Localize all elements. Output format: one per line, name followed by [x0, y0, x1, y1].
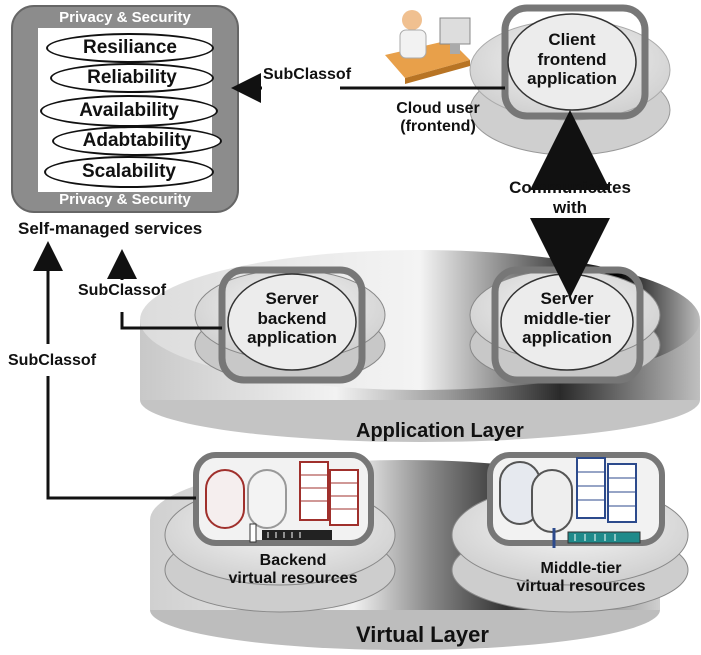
middle-app-line2: middle-tier: [523, 308, 611, 328]
backend-app-frame: [218, 266, 366, 384]
cloud-user-figure: [385, 10, 471, 84]
middle-storage-icon: [552, 528, 641, 548]
service-resiliance: Resiliance: [46, 33, 214, 63]
backend-server-icon: [299, 461, 359, 526]
backend-res-line2: virtual resources: [228, 570, 358, 588]
communicates-label: Communicates with: [500, 178, 640, 217]
middle-app-line3: application: [522, 328, 612, 348]
backend-app-ellipse: [227, 273, 357, 371]
service-reliability: Reliability: [50, 63, 214, 93]
service-availability: Availability: [40, 95, 218, 127]
backend-app-line1: Server: [265, 289, 319, 308]
subclassof-top-label: SubClassof: [263, 66, 352, 83]
middle-app-label: Server middle-tier application: [502, 289, 632, 348]
connectors: [33, 73, 610, 500]
backend-res-line1: Backend: [259, 552, 327, 569]
privacy-security-header: Privacy & Security: [59, 9, 191, 26]
backend-app-line3: application: [247, 328, 337, 348]
application-layer-title: Application Layer: [356, 420, 524, 442]
middle-resources-label: Middle-tier virtual resources: [498, 560, 664, 597]
cloud-user-line1: Cloud user: [396, 100, 480, 117]
communicates-line1: Communicates: [509, 178, 631, 197]
virtual-layer-title: Virtual Layer: [356, 622, 489, 647]
client-node-label: Client frontend application: [512, 30, 632, 89]
middle-vm-icons: [499, 461, 573, 533]
client-label-line1: Client: [548, 30, 596, 49]
subclassof-left-label: SubClassof: [8, 352, 97, 369]
client-label-line2: frontend: [537, 49, 607, 69]
service-scalability: Scalability: [44, 156, 214, 188]
backend-vm-icons: [205, 469, 287, 529]
client-label-line3: application: [527, 69, 617, 89]
middle-app-line1: Server: [540, 289, 594, 308]
middle-server-icon: [576, 457, 637, 523]
backend-app-label: Server backend application: [232, 289, 352, 348]
backend-storage-icon: [249, 523, 332, 543]
backend-resources-label: Backend virtual resources: [208, 552, 378, 589]
self-managed-caption: Self-managed services: [18, 219, 203, 238]
subclassof-mid-label: SubClassof: [78, 282, 167, 299]
cloud-user-label: Cloud user (frontend): [378, 100, 498, 137]
backend-app-line2: backend: [257, 308, 327, 328]
service-adabtability: Adabtability: [52, 126, 222, 156]
privacy-security-footer: Privacy & Security: [59, 191, 191, 208]
middle-res-line1: Middle-tier: [540, 560, 622, 577]
communicates-line2: with: [553, 197, 587, 217]
middle-res-line2: virtual resources: [516, 578, 646, 596]
cloud-user-line2: (frontend): [400, 118, 476, 136]
